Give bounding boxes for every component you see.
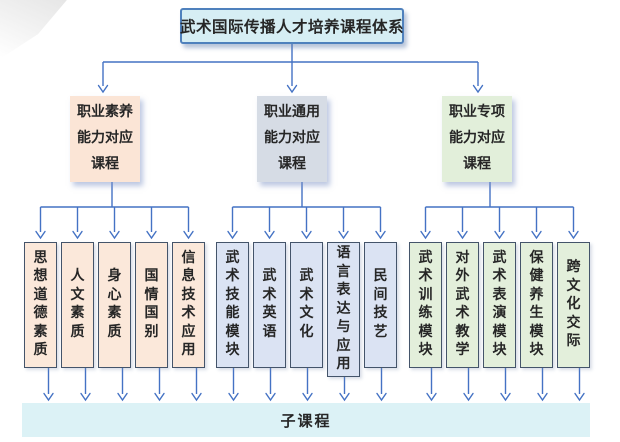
course-box-it-application: 信息技术应用 <box>172 242 205 368</box>
course-label: 信息技术应用 <box>181 250 196 359</box>
branch-box-professional-quality: 职业素养 能力对应 课程 <box>70 96 140 182</box>
course-label: 武术表演模块 <box>492 250 507 359</box>
branch-box-general-ability: 职业通用 能力对应 课程 <box>257 96 327 182</box>
course-box-ideology-morality: 思想道德素质 <box>24 242 57 368</box>
course-label: 身心素质 <box>107 269 122 340</box>
root-title: 武术国际传播人才培养课程体系 <box>180 19 405 36</box>
course-label: 保健养生模块 <box>529 250 544 359</box>
branch-label-line: 能力对应 <box>264 131 320 146</box>
course-label: 武术文化 <box>299 269 314 340</box>
course-box-national-conditions: 国情国别 <box>135 242 168 368</box>
branch-label-line: 能力对应 <box>449 131 505 146</box>
course-label: 国情国别 <box>144 269 159 340</box>
sub-courses-box: 子课程 <box>22 403 590 437</box>
course-label: 跨文化交际 <box>566 260 581 349</box>
course-box-wushu-training: 武术训练模块 <box>409 242 442 368</box>
course-label: 对外武术教学 <box>455 250 470 359</box>
course-label: 民间技艺 <box>373 269 388 340</box>
branch-label-line: 职业素养 <box>77 105 133 120</box>
branch-label-line: 职业专项 <box>449 105 505 120</box>
course-label: 武术训练模块 <box>418 250 433 359</box>
branch-label-line: 职业通用 <box>264 105 320 120</box>
course-box-wushu-culture: 武术文化 <box>290 242 323 368</box>
branch-label-line: 课程 <box>91 157 119 172</box>
course-box-health-preservation: 保健养生模块 <box>520 242 553 368</box>
course-box-wushu-english: 武术英语 <box>253 242 286 368</box>
root-title-box: 武术国际传播人才培养课程体系 <box>180 8 404 44</box>
course-label: 武术技能模块 <box>225 250 240 359</box>
course-box-cross-cultural: 跨文化交际 <box>557 242 590 368</box>
course-box-physical-mental: 身心素质 <box>98 242 131 368</box>
course-box-wushu-performance: 武术表演模块 <box>483 242 516 368</box>
scan-corner-artifact <box>0 0 67 59</box>
course-label: 武术英语 <box>262 269 277 340</box>
course-label: 思想道德素质 <box>33 250 48 359</box>
course-box-language-expression: 语言表达与应用 <box>327 242 360 377</box>
course-label: 人文素质 <box>70 269 85 340</box>
course-box-humanities: 人文素质 <box>61 242 94 368</box>
branch-label-line: 课程 <box>278 157 306 172</box>
sub-courses-label: 子课程 <box>280 413 332 430</box>
course-box-wushu-skills: 武术技能模块 <box>216 242 249 368</box>
course-box-folk-arts: 民间技艺 <box>364 242 397 368</box>
course-box-overseas-wushu-teaching: 对外武术教学 <box>446 242 479 368</box>
branch-label-line: 课程 <box>463 157 491 172</box>
branch-box-specialized-ability: 职业专项 能力对应 课程 <box>442 96 512 182</box>
branch-label-line: 能力对应 <box>77 131 133 146</box>
course-label: 语言表达与应用 <box>336 246 351 372</box>
